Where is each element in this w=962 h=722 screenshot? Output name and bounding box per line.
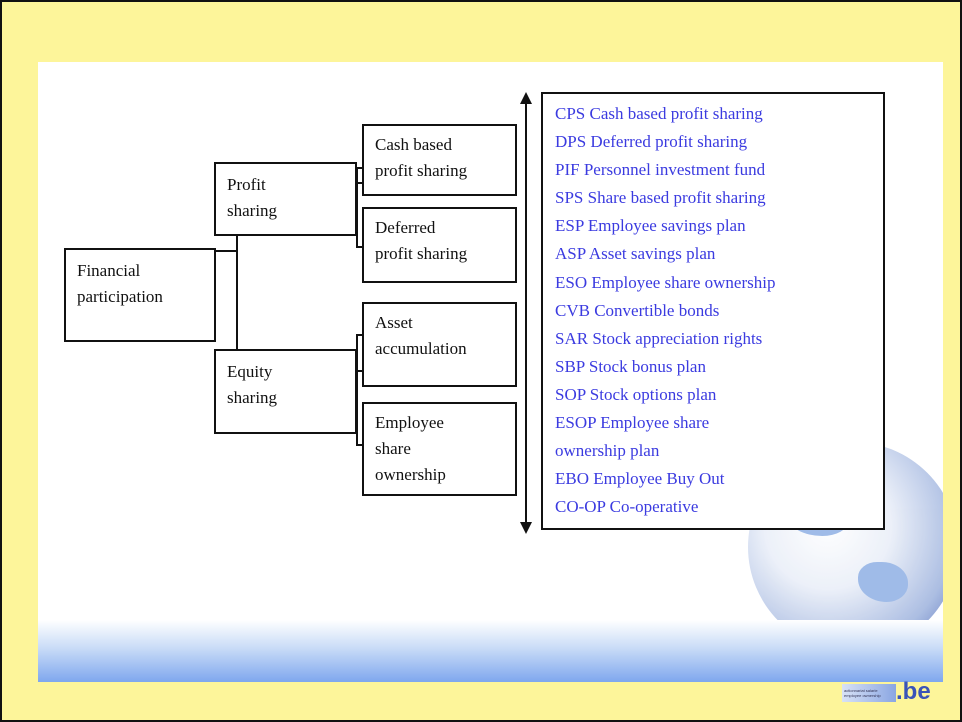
node-label: profit sharing xyxy=(375,161,468,180)
arrow-up-icon xyxy=(520,92,532,104)
list-item: DPS Deferred profit sharing xyxy=(555,132,748,152)
node-employee-share-ownership: Employee share ownership xyxy=(362,402,517,496)
node-label: Cash based xyxy=(375,135,452,154)
node-label: sharing xyxy=(227,201,278,220)
list-item: SBP Stock bonus plan xyxy=(555,356,706,376)
node-label: share xyxy=(375,439,411,458)
connector xyxy=(356,167,364,169)
node-label: Financial xyxy=(77,261,141,280)
logo-small-text: actionnariat salarie xyxy=(844,688,878,693)
connector xyxy=(356,246,364,248)
connector xyxy=(356,167,358,247)
node-profit-sharing: Profit sharing xyxy=(214,162,357,236)
list-item: ownership plan xyxy=(555,441,660,461)
list-item: ESP Employee savings plan xyxy=(555,216,746,236)
slide: Financial participation Profit sharing E… xyxy=(38,62,943,682)
node-label: sharing xyxy=(227,388,278,407)
bottom-gradient-band xyxy=(38,620,943,682)
list-item: CPS Cash based profit sharing xyxy=(555,104,763,123)
node-label: Employee xyxy=(375,413,444,432)
connector xyxy=(356,334,364,336)
list-item: EBO Employee Buy Out xyxy=(555,469,725,489)
node-equity-sharing: Equity sharing xyxy=(214,349,357,434)
node-label: Asset xyxy=(375,313,413,332)
arrow-down-icon xyxy=(520,522,532,534)
globe-land-shape xyxy=(858,562,908,602)
connector xyxy=(356,444,364,446)
connector xyxy=(214,250,236,252)
list-item: ESO Employee share ownership xyxy=(555,272,776,292)
connector xyxy=(356,334,358,444)
logo-brand: .be xyxy=(896,678,931,705)
list-item: ESOP Employee share xyxy=(555,413,710,433)
list-item: ASP Asset savings plan xyxy=(555,244,716,264)
list-item: CVB Convertible bonds xyxy=(555,300,720,320)
connector xyxy=(356,182,364,184)
list-item: CO-OP Co-operative xyxy=(555,497,699,517)
double-arrow-line xyxy=(525,102,527,526)
connector xyxy=(236,192,238,379)
abbreviation-list: CPS Cash based profit sharing DPS Deferr… xyxy=(541,92,885,530)
list-item: SAR Stock appreciation rights xyxy=(555,328,763,348)
logo-image: actionnariat salarie employee ownership … xyxy=(842,678,934,708)
node-label: ownership xyxy=(375,465,446,484)
node-label: Deferred xyxy=(375,218,436,237)
node-label: participation xyxy=(77,287,163,306)
node-cash-based-profit-sharing: Cash based profit sharing xyxy=(362,124,517,196)
list-item: SOP Stock options plan xyxy=(555,384,717,404)
logo-small-text: employee ownership xyxy=(844,693,881,698)
logo-strip: actionnariat salarie employee ownership xyxy=(842,684,896,702)
node-deferred-profit-sharing: Deferred profit sharing xyxy=(362,207,517,283)
node-label: profit sharing xyxy=(375,244,468,263)
list-item: PIF Personnel investment fund xyxy=(555,160,766,180)
node-label: Profit xyxy=(227,175,266,194)
node-label: accumulation xyxy=(375,339,467,358)
node-financial-participation: Financial participation xyxy=(64,248,216,342)
node-asset-accumulation: Asset accumulation xyxy=(362,302,517,387)
connector xyxy=(356,370,364,372)
list-item: SPS Share based profit sharing xyxy=(555,188,766,208)
node-label: Equity xyxy=(227,362,273,381)
